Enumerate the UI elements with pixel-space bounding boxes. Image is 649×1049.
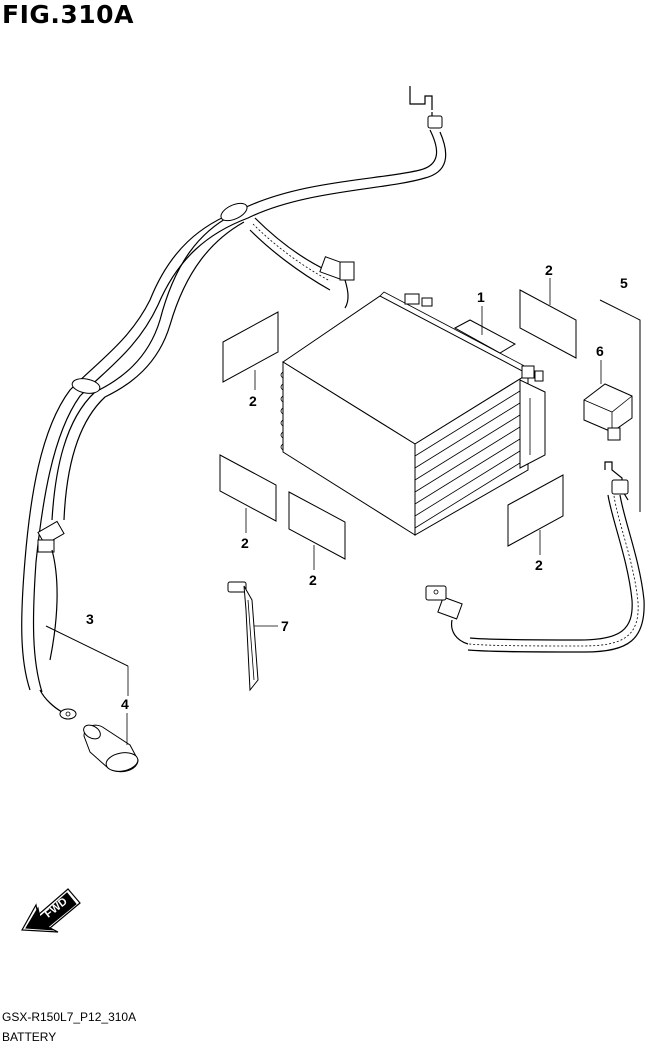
label-2-lower-mid[interactable]: [288, 491, 346, 560]
fwd-arrow-icon: FWD: [21, 888, 81, 933]
leader-lines: [126, 278, 602, 745]
callout-2a: 2: [545, 262, 553, 278]
battery[interactable]: [280, 291, 546, 536]
figure-name: BATTERY: [2, 1030, 57, 1044]
terminal-cover-6[interactable]: [583, 383, 633, 441]
label-3[interactable]: [45, 625, 129, 667]
callout-3: 3: [86, 611, 94, 627]
pin-7[interactable]: [227, 581, 259, 692]
negative-cable-harness[interactable]: [21, 86, 447, 720]
callout-2c: 2: [241, 535, 249, 551]
label-2-lower-right[interactable]: [507, 474, 564, 547]
label-2-lower-left[interactable]: [219, 454, 277, 522]
battery-terminal-positive: [521, 365, 544, 382]
label-5[interactable]: [599, 299, 641, 512]
callout-5: 5: [620, 275, 628, 291]
positive-cable[interactable]: [425, 461, 645, 653]
label-2-top-right[interactable]: [519, 289, 577, 359]
callout-numbers: 1 2 2 2 2 2 2 3 4 5 6 7: [86, 262, 628, 712]
callout-2b: 2: [249, 393, 257, 409]
callout-2e: 2: [535, 557, 543, 573]
terminal-cap-4[interactable]: [81, 722, 139, 773]
callout-1: 1: [477, 289, 485, 305]
callout-4: 4: [121, 696, 129, 712]
label-2-left[interactable]: [222, 311, 279, 383]
callout-6: 6: [596, 343, 604, 359]
battery-terminal-negative: [404, 293, 433, 307]
figure-title: FIG.310A: [2, 0, 134, 29]
callout-7: 7: [281, 618, 289, 634]
figure-code: GSX-R150L7_P12_310A: [2, 1010, 137, 1024]
callout-2d: 2: [309, 572, 317, 588]
